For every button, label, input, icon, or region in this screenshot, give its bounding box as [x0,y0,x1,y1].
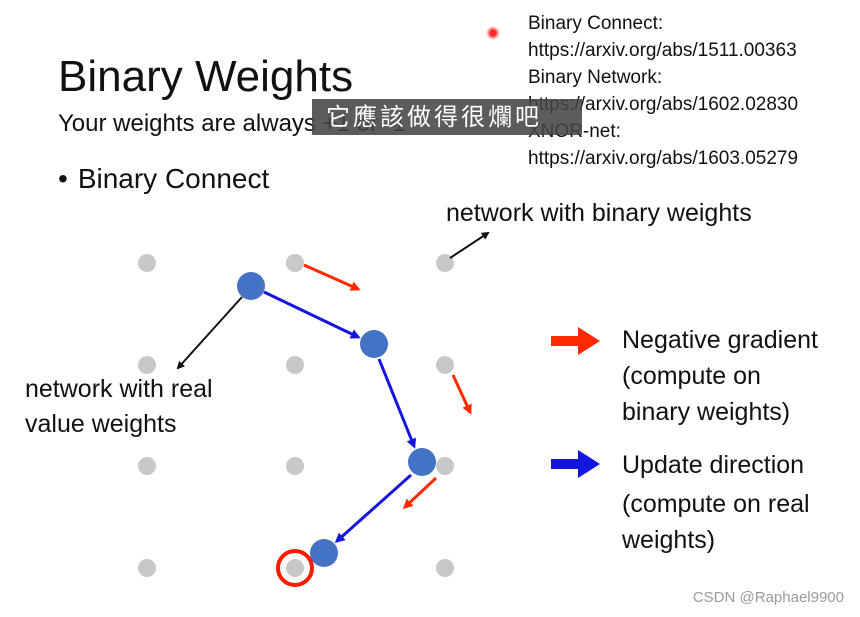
reference-label-binary-network: Binary Network: [528,67,663,88]
update-arrow [377,358,417,449]
legend-update-line2: (compute on real [622,490,810,518]
binary-grid [138,254,454,577]
legend-negative-arrow-icon [551,327,600,355]
bullet-label: Binary Connect [77,163,270,194]
legend-update-line3: weights) [622,526,716,554]
legend-update-arrow-icon [551,450,600,478]
reference-link-binary-network[interactable]: https://arxiv.org/abs/1602.02830 [528,94,799,115]
gradient-arrow [402,476,438,510]
grid-node [138,356,156,374]
label-binary-weights: network with binary weights [446,199,752,227]
legend-negative-line3: binary weights) [622,398,791,426]
bullet-dot-icon: • [58,163,68,194]
label-real-weights-line2: value weights [25,410,177,438]
grid-node [286,457,304,475]
slide-title: Binary Weights [58,52,354,101]
gradient-arrow [451,374,472,415]
references-list: Binary Connect: https://arxiv.org/abs/15… [528,10,798,172]
gradient-arrow [303,263,361,291]
legend-negative-line1: Negative gradient [622,326,818,354]
grid-node [436,457,454,475]
grid-node [436,254,454,272]
grid-node [138,254,156,272]
update-arrow [263,290,361,339]
pointer-arrow-binary [449,231,490,259]
real-weight-node [310,539,338,567]
grid-node [286,356,304,374]
real-weight-node [360,330,388,358]
grid-node [286,559,304,577]
reference-link-xnor-net[interactable]: https://arxiv.org/abs/1603.05279 [528,148,799,169]
reference-label-binary-connect: Binary Connect: [528,13,664,34]
grid-node [138,457,156,475]
grid-node [436,559,454,577]
pointer-arrow-real [176,296,243,370]
update-arrow [334,473,412,543]
label-real-weights-line1: network with real [25,375,213,403]
bullet-item: • Binary Connect [58,162,269,196]
grid-node [286,254,304,272]
laser-pointer-icon [486,26,500,40]
real-weight-node [237,272,265,300]
grid-node [436,356,454,374]
legend-update-line1: Update direction [622,451,805,479]
reference-link-binary-connect[interactable]: https://arxiv.org/abs/1511.00363 [528,40,797,61]
highlight-ring [276,549,314,587]
video-caption-overlay: 它應該做得很爛吧 [312,99,582,135]
watermark: CSDN @Raphael9900 [692,589,844,606]
legend-negative-line2: (compute on [622,362,761,390]
real-weight-node [408,448,436,476]
grid-node [138,559,156,577]
